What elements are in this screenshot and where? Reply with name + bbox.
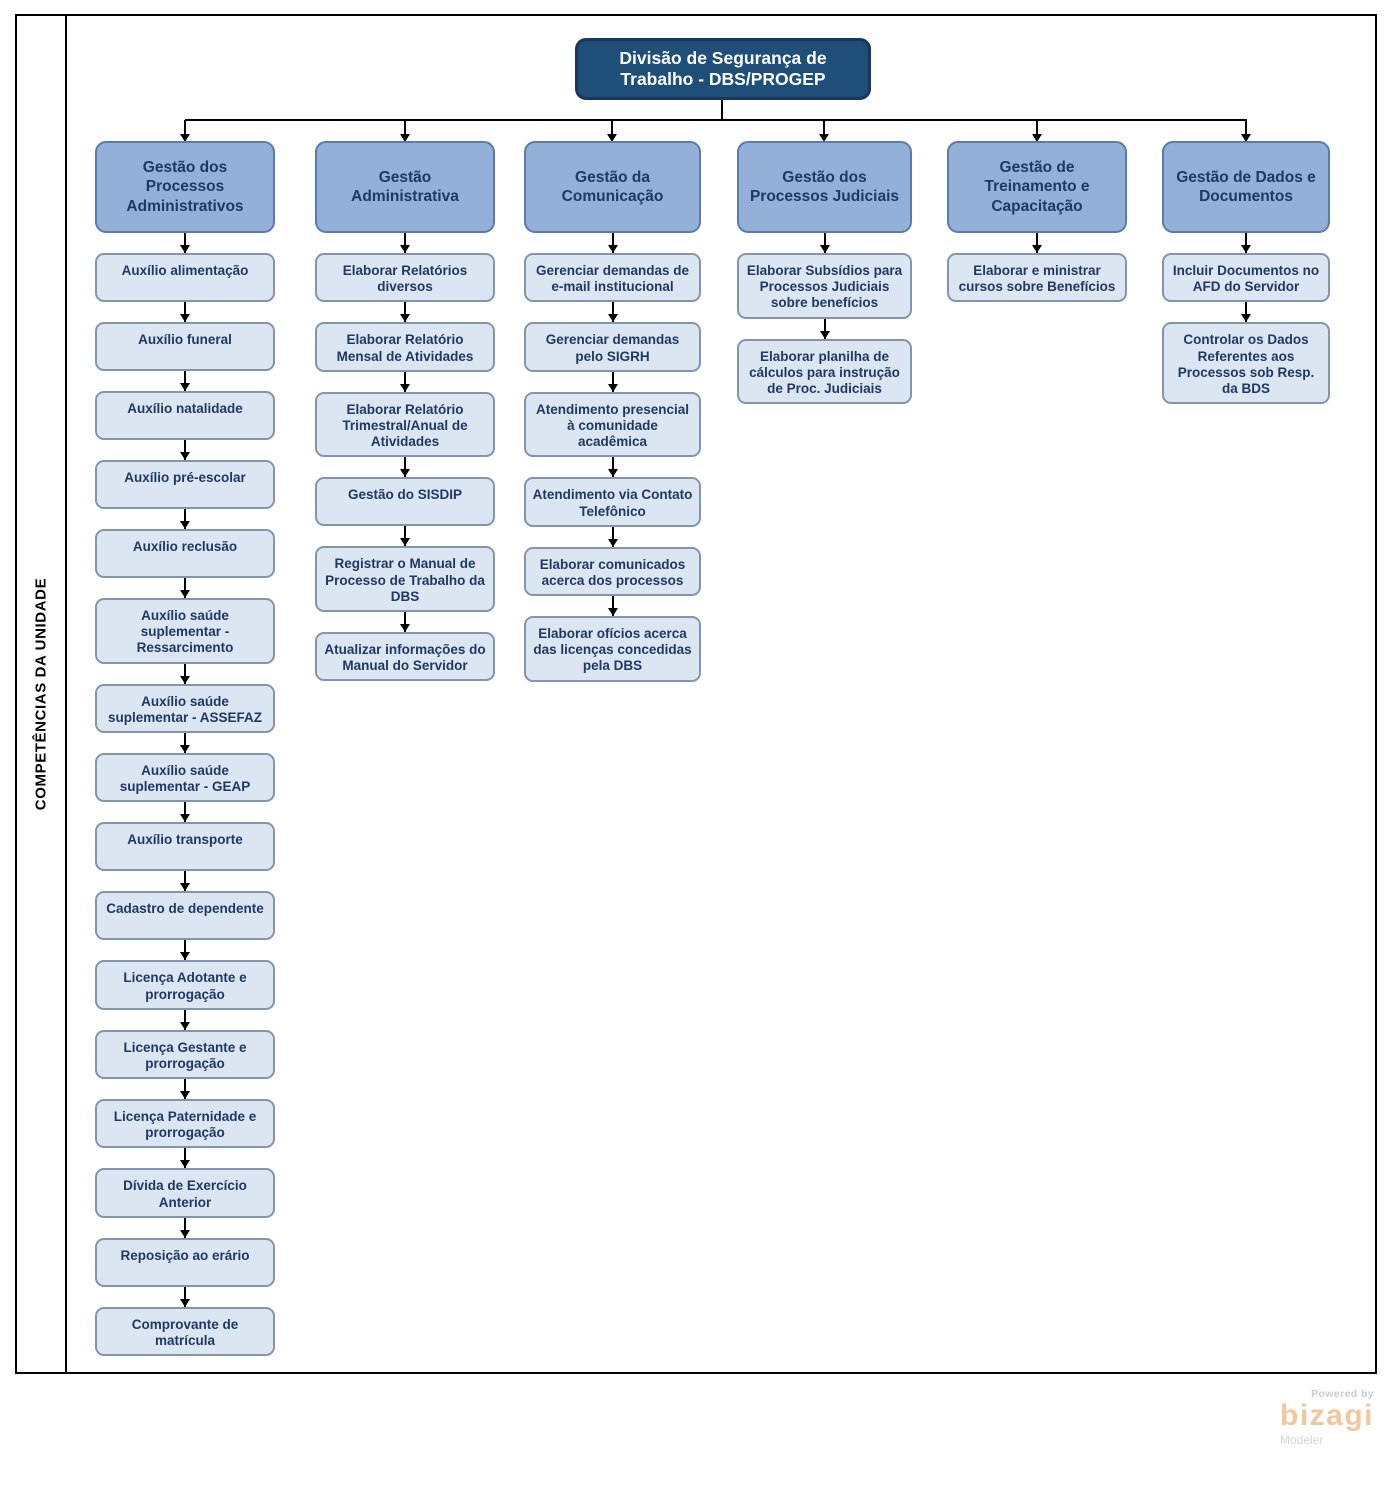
connector-arrow [184, 663, 186, 684]
process-node[interactable]: Gerenciar demandas de e-mail institucion… [524, 253, 701, 303]
process-node[interactable]: Elaborar Relatório Mensal de Atividades [315, 322, 495, 372]
category-header-treinamento-capacitacao[interactable]: Gestão de Treinamento e Capacitação [947, 141, 1127, 233]
modeler-label: Modeler [1280, 1432, 1324, 1447]
connector-arrow [404, 457, 406, 478]
category-header-gestao-administrativa[interactable]: Gestão Administrativa [315, 141, 495, 233]
connector-arrow [1245, 302, 1247, 323]
connector-arrow [611, 233, 614, 253]
process-node[interactable]: Auxílio transporte [95, 822, 275, 872]
process-node[interactable]: Elaborar ofícios acerca das licenças con… [524, 616, 701, 682]
process-node[interactable]: Elaborar Relatórios diversos [315, 253, 495, 303]
connector-arrow [184, 732, 186, 753]
process-node[interactable]: Elaborar planilha de cálculos para instr… [737, 338, 912, 405]
process-node[interactable]: Registrar o Manual de Processo de Trabal… [315, 546, 495, 612]
connector-arrow [184, 1148, 186, 1169]
connector-arrow [184, 802, 186, 823]
process-node[interactable]: Elaborar comunicados acerca dos processo… [524, 546, 701, 597]
connector-arrow [184, 440, 186, 460]
connector-arrow [823, 233, 826, 253]
connector-arrow [184, 578, 186, 598]
connector-arrow [184, 233, 186, 253]
column-treinamento-capacitacao: Gestão de Treinamento e Capacitação Elab… [947, 141, 1127, 303]
connector-arrow [611, 526, 614, 547]
process-node[interactable]: Licença Gestante e prorrogação [95, 1029, 275, 1080]
connector-arrow [611, 302, 614, 323]
process-node[interactable]: Auxílio alimentação [95, 253, 275, 302]
connector-drop-arrow [611, 120, 613, 134]
category-header-gestao-comunicacao[interactable]: Gestão da Comunicação [524, 141, 701, 233]
process-node[interactable]: Atendimento via Contato Telefônico [524, 477, 701, 527]
process-node[interactable]: Controlar os Dados Referentes aos Proces… [1162, 322, 1330, 405]
process-node[interactable]: Elaborar Subsídios para Processos Judici… [737, 253, 912, 319]
connector-arrow [404, 302, 406, 323]
connector-arrow [404, 371, 406, 392]
connector-arrow [404, 611, 406, 632]
column-gestao-comunicacao: Gestão da Comunicação Gerenciar demandas… [524, 141, 701, 682]
process-node[interactable]: Dívida de Exercício Anterior [95, 1168, 275, 1218]
powered-by-label: Powered by [1311, 1388, 1374, 1400]
column-dados-documentos: Gestão de Dados e Documentos Incluir Doc… [1162, 141, 1330, 405]
category-header-processos-judiciais[interactable]: Gestão dos Processos Judiciais [737, 141, 912, 233]
connector-arrow [611, 596, 614, 617]
process-node[interactable]: Auxílio natalidade [95, 391, 275, 440]
connector-arrow [184, 371, 186, 391]
process-node[interactable]: Reposição ao erário [95, 1237, 275, 1287]
category-header-dados-documentos[interactable]: Gestão de Dados e Documentos [1162, 141, 1330, 233]
process-node[interactable]: Elaborar Relatório Trimestral/Anual de A… [315, 391, 495, 458]
connector-trunk [185, 119, 1247, 121]
connector-arrow [404, 233, 406, 253]
process-node[interactable]: Atualizar informações do Manual do Servi… [315, 631, 495, 682]
connector-arrow [184, 509, 186, 529]
process-node[interactable]: Auxílio pré-escolar [95, 460, 275, 509]
connector-drop-arrow [404, 120, 406, 134]
lane-divider [65, 14, 67, 1374]
connector-arrow [184, 1286, 186, 1307]
bizagi-watermark: Powered by bizagi Modeler [1280, 1388, 1374, 1447]
connector-drop-arrow [1245, 120, 1247, 134]
process-node[interactable]: Comprovante de matrícula [95, 1306, 275, 1357]
connector-root-stub [721, 100, 723, 121]
process-node[interactable]: Auxílio saúde suplementar - Ressarciment… [95, 598, 275, 664]
connector-drop-arrow [823, 120, 825, 134]
process-node[interactable]: Atendimento presencial à comunidade acad… [524, 391, 701, 458]
connector-arrow [184, 302, 186, 322]
column-processos-administrativos: Gestão dos Processos Administrativos Aux… [95, 141, 275, 1357]
connector-arrow [611, 371, 614, 392]
process-node[interactable]: Gestão do SISDIP [315, 477, 495, 527]
bizagi-logo: bizagi [1280, 1399, 1375, 1432]
process-node[interactable]: Auxílio funeral [95, 322, 275, 371]
column-processos-judiciais: Gestão dos Processos Judiciais Elaborar … [737, 141, 912, 405]
connector-arrow [184, 1079, 186, 1100]
lane-label: COMPETÊNCIAS DA UNIDADE [32, 577, 50, 811]
connector-arrow [823, 318, 826, 339]
process-node[interactable]: Licença Paternidade e prorrogação [95, 1099, 275, 1149]
process-node[interactable]: Elaborar e ministrar cursos sobre Benefí… [947, 253, 1127, 303]
root-node[interactable]: Divisão de Segurança de Trabalho - DBS/P… [575, 38, 871, 100]
connector-arrow [611, 457, 614, 478]
process-node[interactable]: Incluir Documentos no AFD do Servidor [1162, 253, 1330, 303]
category-header-processos-administrativos[interactable]: Gestão dos Processos Administrativos [95, 141, 275, 233]
process-node[interactable]: Gerenciar demandas pelo SIGRH [524, 322, 701, 372]
connector-arrow [184, 940, 186, 961]
process-node[interactable]: Licença Adotante e prorrogação [95, 960, 275, 1010]
connector-arrow [404, 526, 406, 547]
process-node[interactable]: Auxílio saúde suplementar - GEAP [95, 752, 275, 803]
connector-arrow [1245, 233, 1247, 253]
column-gestao-administrativa: Gestão Administrativa Elaborar Relatório… [315, 141, 495, 682]
connector-drop-arrow [1036, 120, 1038, 134]
connector-arrow [184, 871, 186, 892]
process-node[interactable]: Auxílio reclusão [95, 529, 275, 578]
connector-arrow [1036, 233, 1038, 253]
process-node[interactable]: Cadastro de dependente [95, 891, 275, 941]
connector-arrow [184, 1217, 186, 1238]
connector-drop-arrow [184, 120, 186, 134]
process-node[interactable]: Auxílio saúde suplementar - ASSEFAZ [95, 683, 275, 733]
connector-arrow [184, 1009, 186, 1030]
